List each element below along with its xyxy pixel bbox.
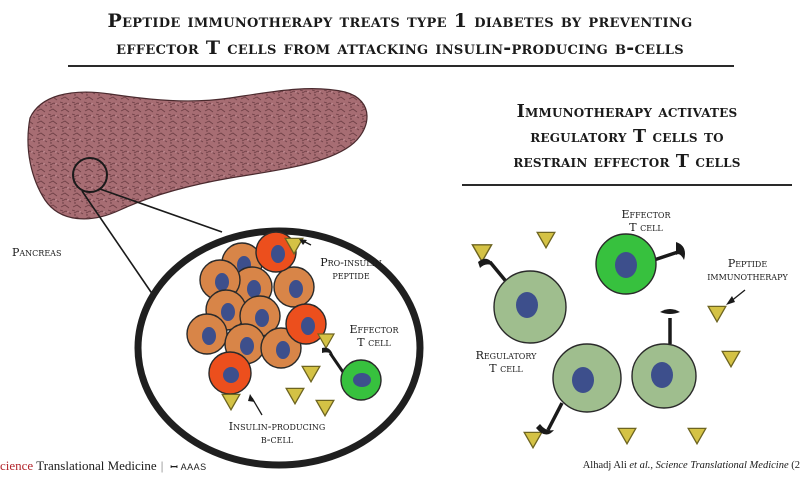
- journal-name: Translational Medicine: [36, 458, 157, 473]
- label-peptide-immuno-line-1: Peptide: [727, 257, 768, 270]
- journal-logo: cience Translational Medicine| ꟷ AAAS: [0, 458, 207, 474]
- figure-credit: Alhadj Ali et al., Science Translational…: [583, 460, 800, 471]
- label-effector-inset-line-1: Effector: [349, 323, 399, 336]
- credit-year: (2: [791, 460, 800, 471]
- label-pancreas: Pancreas: [12, 246, 62, 259]
- label-regulatory-t-cell: Regulatory T cell: [464, 349, 548, 375]
- label-effector-inset-line-2: T cell: [357, 336, 391, 349]
- credit-author: Alhadj Ali: [582, 460, 627, 471]
- beta-cell: [273, 266, 315, 308]
- title-line-2: effector T cells from attacking insulin-…: [116, 37, 684, 59]
- label-effector-t-cell-inset: Effector T cell: [338, 323, 410, 349]
- logo-separator: |: [160, 458, 164, 473]
- label-regulatory-line-2: T cell: [489, 362, 523, 375]
- peptide: [617, 427, 637, 445]
- label-effector-right-line-2: T cell: [629, 221, 663, 234]
- aaas-text: AAAS: [180, 462, 207, 472]
- regulatory-t-cell: [478, 258, 567, 344]
- peptide: [471, 244, 493, 263]
- figure-title: Peptide immunotherapy treats type 1 diab…: [20, 8, 780, 62]
- panel-heading: Immunotherapy activates regulatory T cel…: [462, 100, 792, 175]
- label-beta-line-1: Insulin-producing: [228, 420, 326, 433]
- regulatory-t-cell: [631, 309, 697, 409]
- panel-divider: [462, 184, 792, 186]
- effector-t-cell-inset: [322, 347, 382, 401]
- label-beta-line-2: β-cell: [260, 433, 294, 446]
- label-effector-t-cell: Effector T cell: [610, 208, 682, 234]
- peptide: [536, 231, 556, 249]
- label-proinsulin-peptide: Pro-insulin peptide: [306, 256, 396, 282]
- beta-cell-cluster: [186, 231, 327, 395]
- aaas-logo: ꟷ AAAS: [167, 462, 206, 472]
- label-proinsulin-line-2: peptide: [332, 269, 370, 282]
- peptide: [721, 350, 741, 368]
- label-effector-right-line-1: Effector: [621, 208, 671, 221]
- credit-etal: et al.,: [629, 460, 654, 471]
- label-peptide-immunotherapy: Peptide immunotherapy: [695, 257, 800, 283]
- label-regulatory-line-1: Regulatory: [475, 349, 537, 362]
- label-proinsulin-line-1: Pro-insulin: [320, 256, 382, 269]
- peptide: [523, 431, 543, 449]
- panel-heading-line-2: regulatory T cells to: [530, 127, 724, 147]
- regulatory-t-cell: [536, 343, 622, 435]
- beta-cell-highlighted: [255, 231, 297, 273]
- panel-heading-line-1: Immunotherapy activates: [516, 102, 738, 122]
- title-divider: [68, 65, 734, 67]
- credit-journal: Science Translational Medicine: [655, 460, 789, 471]
- effector-t-cell: [595, 233, 685, 295]
- peptide: [687, 427, 707, 445]
- peptide: [707, 305, 727, 323]
- pancreas-organ: [27, 88, 368, 220]
- label-peptide-immuno-line-2: immunotherapy: [707, 270, 788, 283]
- journal-name-accent: cience: [0, 458, 34, 473]
- beta-cell: [186, 313, 228, 355]
- title-line-1: Peptide immunotherapy treats type 1 diab…: [107, 10, 693, 32]
- beta-cell-highlighted: [285, 303, 327, 345]
- pancreas-zoom-circle: [72, 157, 108, 193]
- zoom-line-upper: [99, 188, 223, 233]
- panel-heading-line-3: restrain effector T cells: [513, 152, 741, 172]
- zoom-line-lower: [81, 190, 154, 296]
- aaas-icon: ꟷ: [170, 462, 179, 472]
- label-insulin-producing-beta-cell: Insulin-producing β-cell: [212, 420, 342, 446]
- beta-cell-highlighted: [208, 351, 252, 395]
